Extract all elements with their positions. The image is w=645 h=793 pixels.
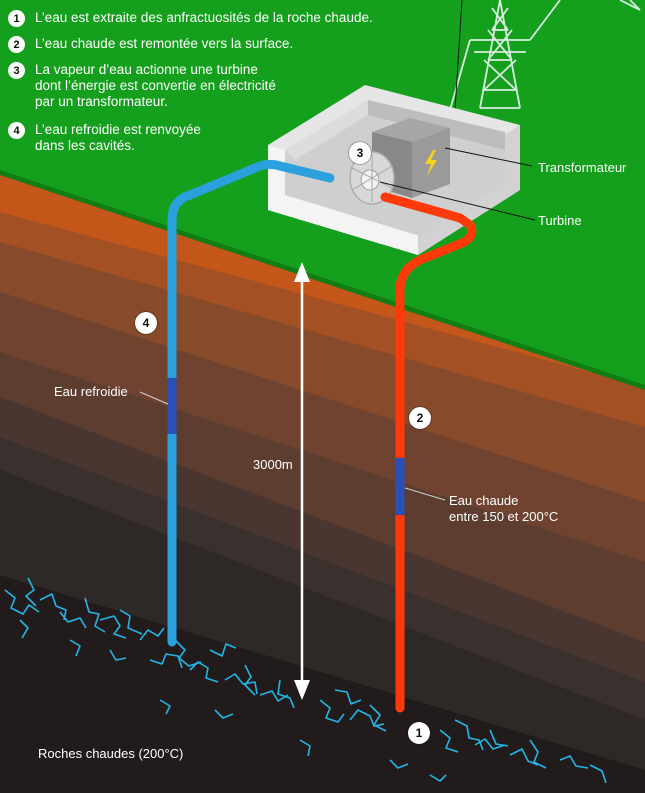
hot-water-pipe <box>380 192 477 713</box>
depth-arrow <box>294 262 310 700</box>
power-pylon <box>449 0 641 111</box>
cooled-water-label: Eau refroidie <box>54 384 128 399</box>
legend-text: L’eau est extraite des anfractuosités de… <box>35 10 373 25</box>
hot-rocks-label: Roches chaudes (200°C) <box>38 746 184 761</box>
hot-water-label: Eau chaude entre 150 et 200°C <box>449 493 559 524</box>
legend-text: L’eau refroidie est renvoyée dans les ca… <box>35 122 201 153</box>
stratum-6 <box>0 395 645 682</box>
hot-rock-top-band <box>0 470 645 770</box>
rock-cracks <box>4 577 607 784</box>
lightning-icon <box>425 150 437 176</box>
depth-label: 3000m <box>253 457 293 472</box>
leader-lines-light <box>139 391 446 501</box>
stratum-2 <box>0 210 645 427</box>
legend-text: L’eau chaude est remontée vers la surfac… <box>35 36 294 51</box>
step-marker-1: 1 <box>408 722 430 744</box>
step-marker-2: 2 <box>409 407 431 429</box>
step-marker-4: 4 <box>135 312 157 334</box>
power-line-cable <box>454 0 463 111</box>
power-plant <box>268 85 520 255</box>
legend-number-badge: 1 <box>8 10 25 27</box>
legend-number-badge: 3 <box>8 62 25 79</box>
stratum-3 <box>0 240 645 502</box>
hot-rock-zone <box>0 570 645 793</box>
transformer-top <box>372 118 450 142</box>
legend-item-3: 3 La vapeur d’eau actionne une turbine d… <box>8 62 276 110</box>
legend-number-badge: 2 <box>8 36 25 53</box>
stratum-4 <box>0 290 645 562</box>
step-marker-3: 3 <box>349 142 371 164</box>
plant-left-wall <box>285 100 368 160</box>
legend-item-2: 2 L’eau chaude est remontée vers la surf… <box>8 36 293 53</box>
turbine-label: Turbine <box>538 213 582 228</box>
leader-lines <box>379 147 536 221</box>
legend-number-badge: 4 <box>8 122 25 139</box>
transformer-label: Transformateur <box>538 160 627 175</box>
stratum-5 <box>0 350 645 642</box>
turbine-blades <box>351 154 393 202</box>
cold-water-pipe <box>167 159 335 647</box>
legend-item-1: 1 L’eau est extraite des anfractuosités … <box>8 10 373 27</box>
grass-edge <box>0 170 645 390</box>
stratum-7 <box>0 435 645 720</box>
legend-item-4: 4 L’eau refroidie est renvoyée dans les … <box>8 122 201 154</box>
legend-text: La vapeur d’eau actionne une turbine don… <box>35 62 276 109</box>
